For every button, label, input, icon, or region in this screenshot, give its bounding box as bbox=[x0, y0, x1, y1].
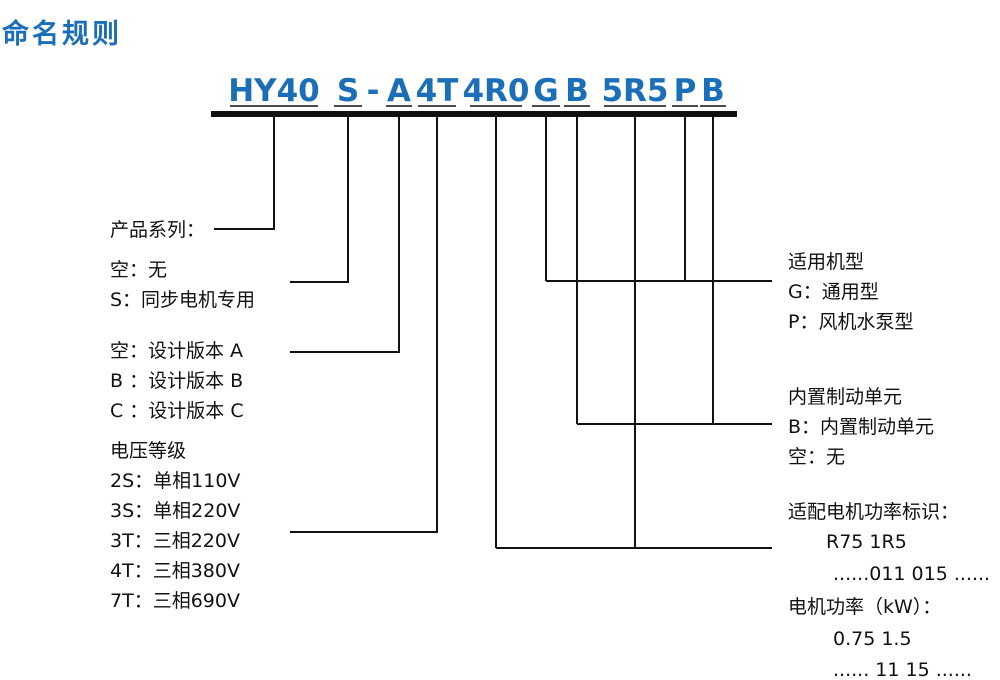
code-power-4r0: 4R0 bbox=[462, 73, 529, 109]
label-voltage-heading: 电压等级 bbox=[110, 440, 186, 462]
label-type-heading: 适用机型 bbox=[788, 251, 864, 273]
label-brake-b: B：内置制动单元 bbox=[788, 416, 934, 438]
code-brake-b: B bbox=[565, 73, 589, 109]
label-voltage-3t: 3T：三相220V bbox=[110, 530, 240, 552]
code-voltage-4t: 4T bbox=[416, 73, 459, 109]
label-brake-heading: 内置制动单元 bbox=[788, 386, 902, 408]
label-version-c: C ：设计版本 C bbox=[110, 400, 244, 422]
code-type-p: P bbox=[674, 73, 697, 109]
label-motor-sync: S：同步电机专用 bbox=[110, 289, 255, 311]
label-version-a: 空：设计版本 A bbox=[110, 340, 243, 362]
code-dash: - bbox=[367, 73, 380, 109]
code-power-5r5: 5R5 bbox=[601, 73, 668, 109]
label-product-series: 产品系列： bbox=[110, 219, 205, 241]
left-labels: 产品系列： 空：无 S：同步电机专用 空：设计版本 A B ：设计版本 B C … bbox=[110, 219, 255, 612]
code-type-g: G bbox=[533, 73, 558, 109]
label-motor-none: 空：无 bbox=[110, 259, 167, 281]
label-voltage-3s: 3S：单相220V bbox=[110, 500, 240, 522]
label-power-codes-1: R75 1R5 bbox=[826, 531, 907, 553]
label-power-kw-1: 0.75 1.5 bbox=[833, 628, 912, 650]
base-bar bbox=[211, 111, 737, 117]
code-brake-b2: B bbox=[701, 73, 725, 109]
code-version-a: A bbox=[387, 73, 411, 109]
label-power-kw-2: ...... 11 15 ...... bbox=[833, 659, 972, 680]
label-brake-none: 空：无 bbox=[788, 446, 845, 468]
label-power-codes-2: ......011 015 ...... bbox=[833, 563, 990, 585]
label-type-g: G：通用型 bbox=[788, 281, 879, 303]
code-motor-s: S bbox=[337, 73, 359, 109]
code-series-hy40: HY40 bbox=[228, 73, 320, 109]
right-labels: 适用机型 G：通用型 P：风机水泵型 内置制动单元 B：内置制动单元 空：无 适… bbox=[788, 251, 990, 680]
label-voltage-7t: 7T：三相690V bbox=[110, 590, 240, 612]
label-power-kw-heading: 电机功率（kW）： bbox=[788, 596, 941, 618]
label-voltage-2s: 2S：单相110V bbox=[110, 470, 240, 492]
connector-lines bbox=[214, 117, 772, 549]
label-version-b: B ：设计版本 B bbox=[110, 370, 243, 392]
label-type-p: P：风机水泵型 bbox=[788, 311, 913, 333]
label-voltage-4t: 4T：三相380V bbox=[110, 560, 240, 582]
label-power-heading: 适配电机功率标识： bbox=[788, 501, 959, 523]
diagram-title: 命名规则 bbox=[2, 18, 122, 50]
